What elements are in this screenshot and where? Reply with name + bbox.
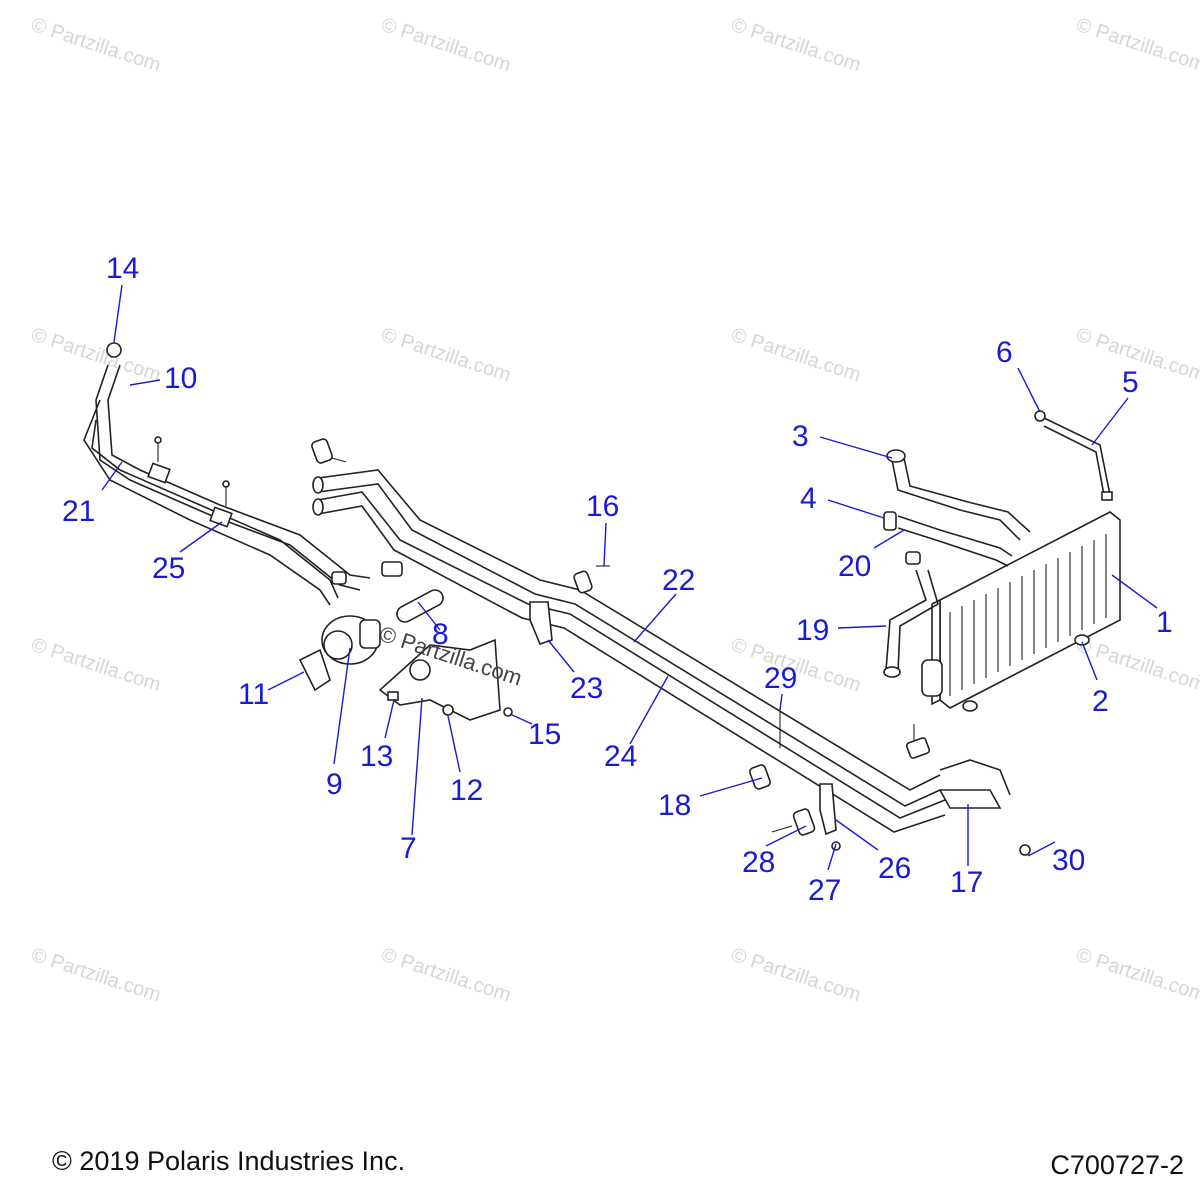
callout-10[interactable]: 10 (164, 362, 197, 395)
drawing-number: C700727-2 (1050, 1150, 1184, 1180)
callout-30[interactable]: 30 (1052, 844, 1085, 877)
callout-labels: 1 2 3 4 5 6 7 8 9 10 11 12 13 14 15 16 1… (62, 252, 1173, 907)
callout-27[interactable]: 27 (808, 874, 841, 907)
watermark: © Partzilla.com (728, 14, 863, 77)
callout-20[interactable]: 20 (838, 550, 871, 583)
callout-3[interactable]: 3 (792, 420, 809, 453)
callout-11[interactable]: 11 (238, 678, 269, 711)
watermark: © Partzilla.com (28, 634, 163, 697)
watermark: © Partzilla.com (378, 14, 513, 77)
radiator-hoses (883, 410, 1113, 678)
callout-2[interactable]: 2 (1092, 685, 1109, 718)
callout-25[interactable]: 25 (152, 552, 185, 585)
callout-15[interactable]: 15 (528, 718, 561, 751)
water-pump-assembly (298, 561, 513, 721)
clamps-and-brackets (311, 438, 931, 851)
callout-19[interactable]: 19 (796, 614, 829, 647)
watermark: © Partzilla.com (28, 324, 163, 387)
leader-lines (101, 284, 1158, 871)
callout-13[interactable]: 13 (360, 740, 393, 773)
watermark: © Partzilla.com (378, 324, 513, 387)
callout-4[interactable]: 4 (800, 482, 817, 515)
watermark: © Partzilla.com (28, 14, 163, 77)
watermark: © Partzilla.com (1073, 14, 1200, 77)
callout-5[interactable]: 5 (1122, 366, 1139, 399)
copyright-notice: © 2019 Polaris Industries Inc. (52, 1146, 406, 1176)
callout-1[interactable]: 1 (1156, 606, 1173, 639)
coolant-tubes-22-24 (312, 469, 946, 833)
callout-29[interactable]: 29 (764, 662, 797, 695)
watermark: © Partzilla.com (1073, 944, 1200, 1007)
callout-21[interactable]: 21 (62, 495, 95, 528)
radiator-fins (949, 534, 1107, 696)
outlet-pipe-assembly (938, 759, 1031, 856)
callout-9[interactable]: 9 (326, 768, 343, 801)
watermark: © Partzilla.com (728, 944, 863, 1007)
callout-14[interactable]: 14 (106, 252, 139, 285)
callout-23[interactable]: 23 (570, 672, 603, 705)
callout-12[interactable]: 12 (450, 774, 483, 807)
callout-16[interactable]: 16 (586, 490, 619, 523)
callout-28[interactable]: 28 (742, 846, 775, 879)
callout-17[interactable]: 17 (950, 866, 983, 899)
watermark: © Partzilla.com (28, 944, 163, 1007)
callout-24[interactable]: 24 (604, 740, 637, 773)
watermark: © Partzilla.com (378, 944, 513, 1007)
callout-18[interactable]: 18 (658, 789, 691, 822)
coolant-tubes-10-21 (83, 342, 371, 606)
callout-8[interactable]: 8 (432, 618, 449, 651)
watermark: © Partzilla.com (728, 324, 863, 387)
callout-22[interactable]: 22 (662, 564, 695, 597)
callout-26[interactable]: 26 (878, 852, 911, 885)
callout-7[interactable]: 7 (400, 832, 417, 865)
callout-6[interactable]: 6 (996, 336, 1013, 369)
radiator-assembly (921, 511, 1121, 712)
